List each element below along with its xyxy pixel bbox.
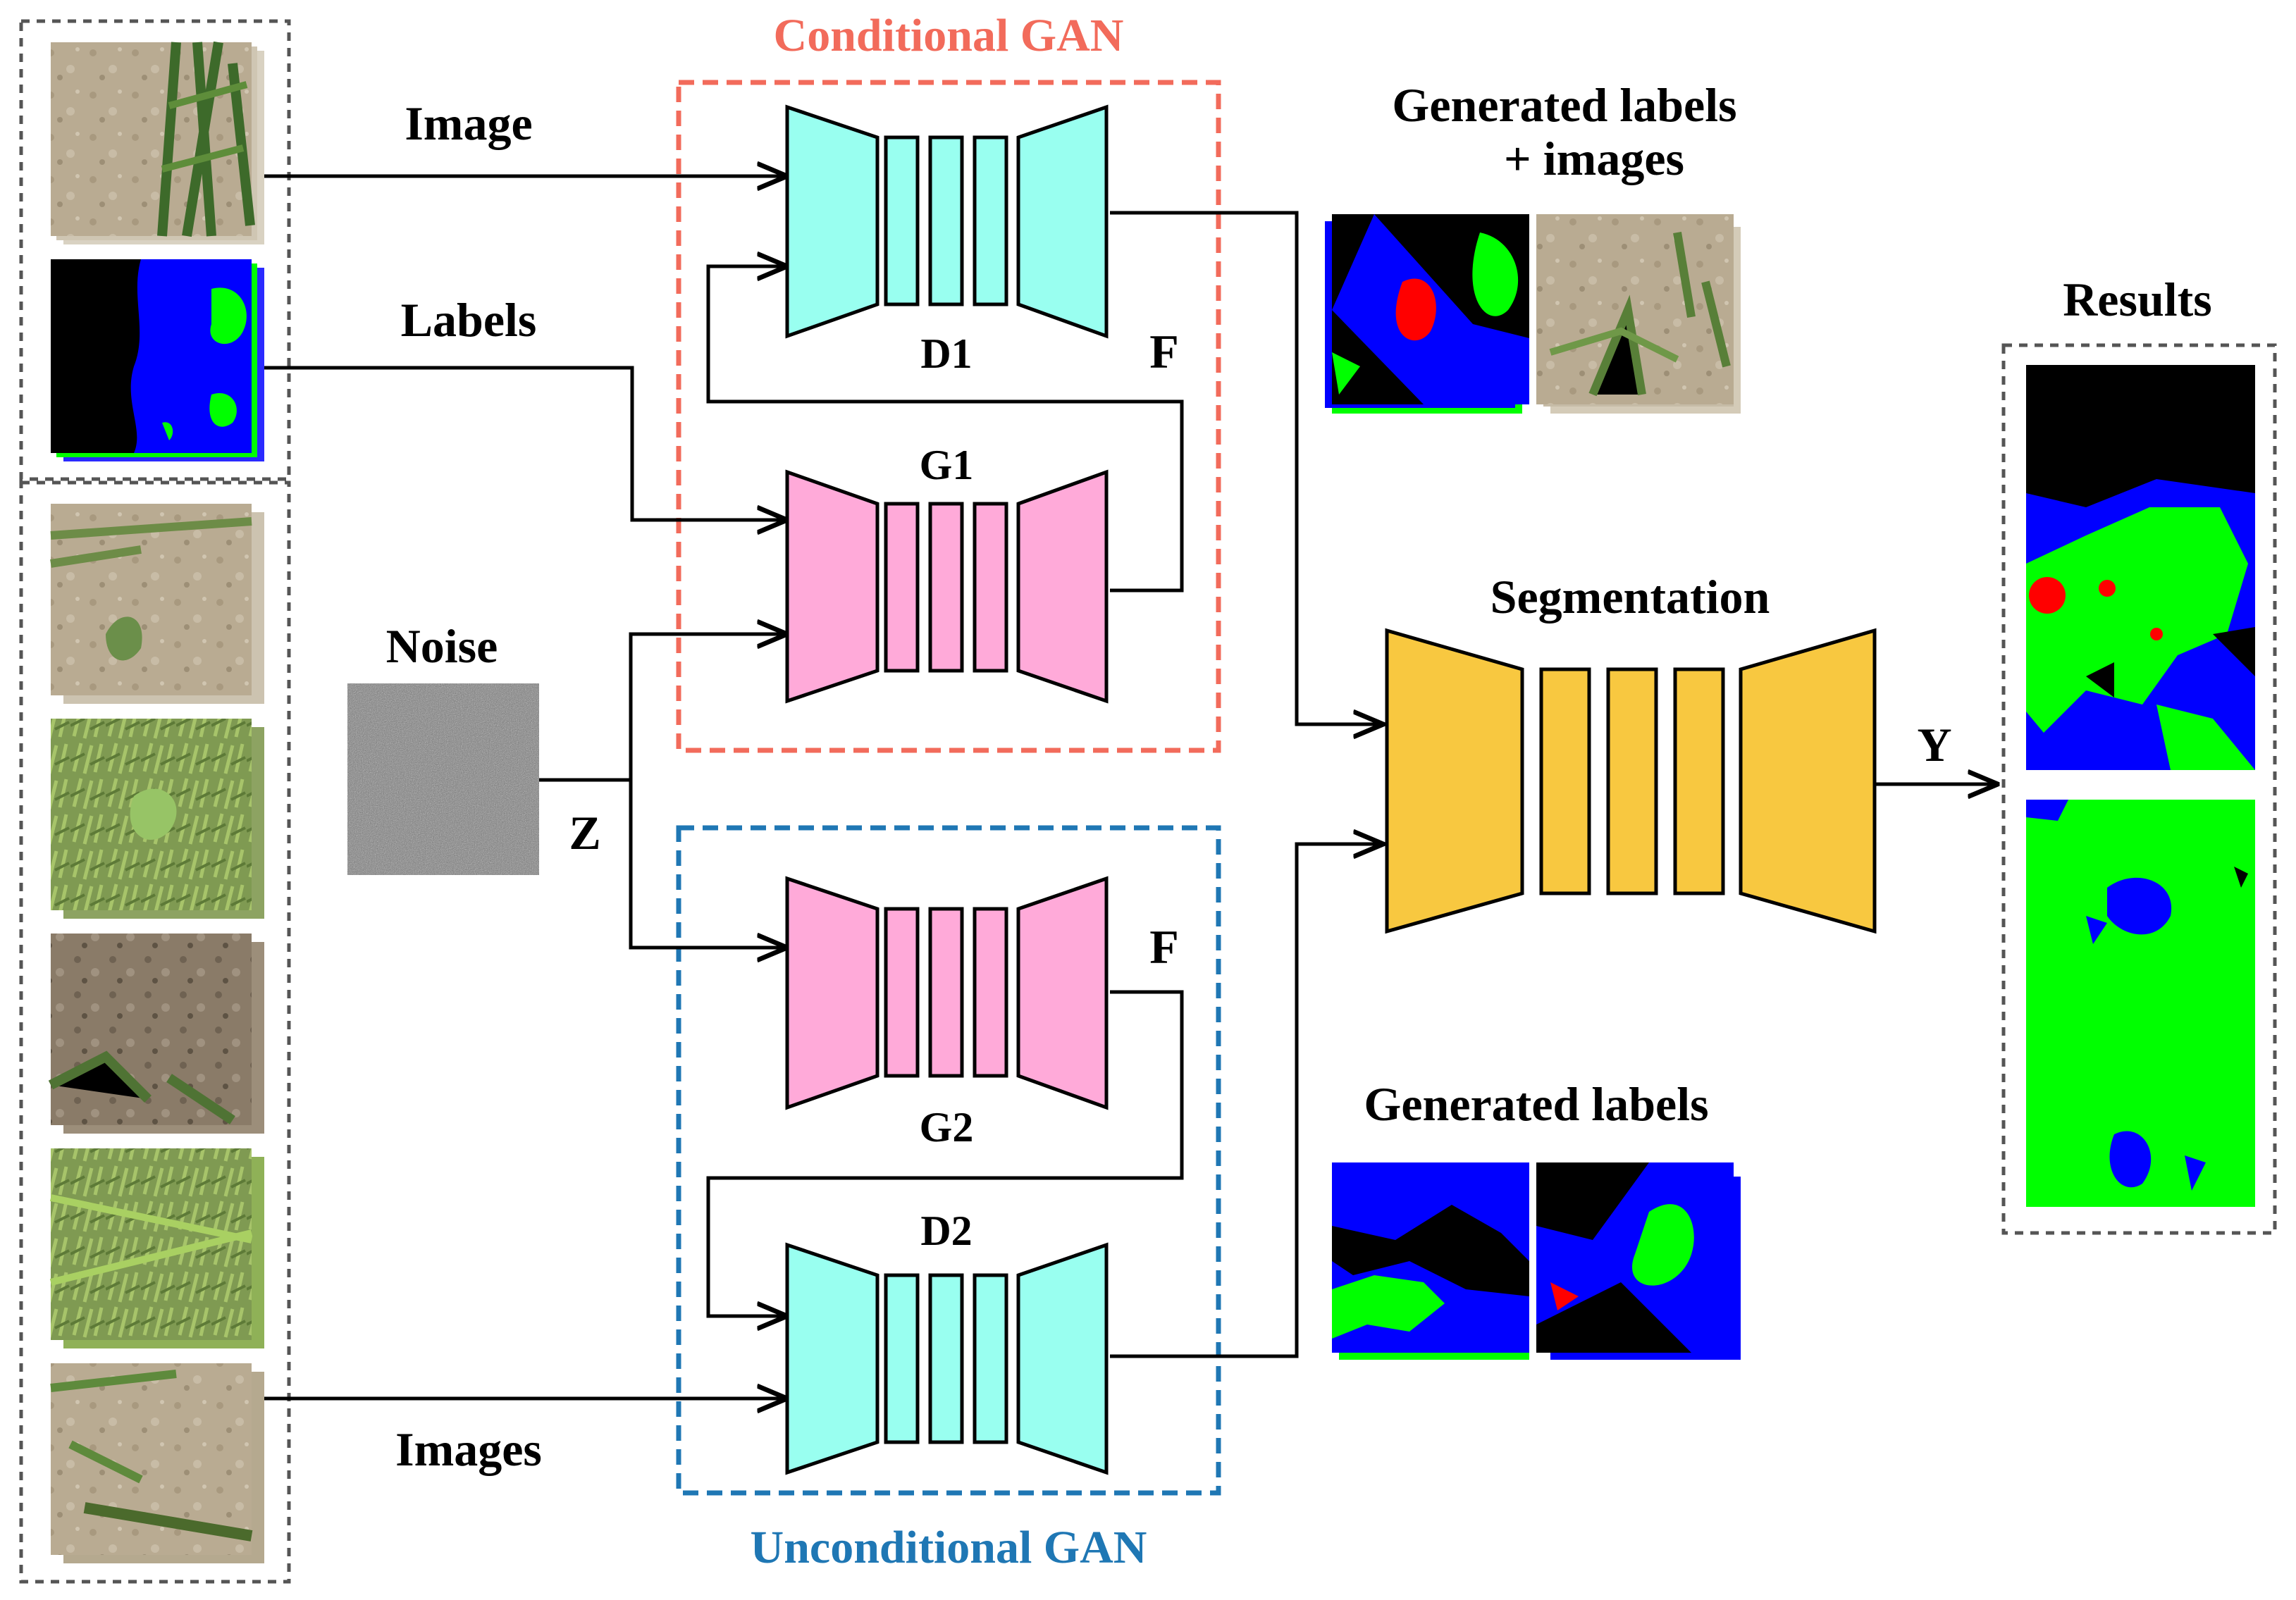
labels-label: Labels (401, 293, 537, 347)
noise-to-g2-arrow (629, 780, 787, 948)
input-pair-box (19, 19, 291, 481)
segmentation-network: Segmentation (1385, 570, 1877, 934)
z-label: Z (569, 806, 600, 860)
unlabeled-image-5 (50, 1363, 264, 1563)
generated-label-sample (1325, 214, 1529, 414)
generated-label-sample-2 (1536, 1162, 1741, 1360)
f-top-label: F (1149, 325, 1179, 378)
generated-labels-images-title-line2: + images (1504, 132, 1684, 185)
g1-label: G1 (920, 442, 974, 488)
unlabeled-image-2 (51, 719, 264, 919)
noise-grain (347, 683, 539, 875)
generated-image-sample (1536, 214, 1741, 414)
generated-labels-group: Generated labels (1332, 1077, 1741, 1360)
discriminator-d2: D2 (785, 1208, 1109, 1475)
noise-label: Noise (386, 619, 498, 673)
unconditional-gan-group: Unconditional GAN (676, 825, 1221, 1573)
generator-g1: G1 (785, 442, 1109, 704)
input-image-stack (51, 41, 264, 244)
unlabeled-image-3 (48, 934, 264, 1134)
conditional-gan-title: Conditional GAN (774, 10, 1124, 61)
noise-to-g1-arrow (539, 634, 787, 782)
d1-to-segmentation-arrow (1110, 211, 1383, 724)
noise-group: Noise Z (347, 619, 601, 875)
results-group: Results (2001, 273, 2277, 1235)
y-label: Y (1917, 718, 1951, 771)
d2-label: D2 (920, 1208, 972, 1254)
g2-label: G2 (920, 1104, 974, 1151)
generator-g2: G2 (785, 876, 1109, 1151)
result-segmentation-2 (2026, 800, 2255, 1207)
f-bottom-label: F (1149, 920, 1179, 974)
input-label-stack (51, 259, 264, 461)
d1-label: D1 (920, 330, 972, 377)
conditional-gan-group: Conditional GAN (676, 10, 1221, 753)
g2-feedback-to-d2 (706, 990, 1184, 1316)
generated-labels-title: Generated labels (1364, 1077, 1708, 1131)
unconditional-gan-box (676, 825, 1221, 1496)
discriminator-d1: D1 (785, 104, 1109, 377)
segmentation-label: Segmentation (1490, 570, 1770, 624)
unlabeled-images-group (19, 480, 291, 1584)
result-segmentation-1 (2026, 365, 2255, 770)
connections: Image Labels F F Images Y (264, 97, 1998, 1476)
labels-to-g1-arrow (264, 366, 787, 520)
g1-feedback-to-d1 (706, 266, 1184, 593)
generated-labels-images-title-line1: Generated labels (1392, 78, 1736, 132)
generated-label-sample-1 (1332, 1162, 1529, 1360)
input-pair-group (19, 19, 291, 481)
image-label: Image (405, 97, 532, 150)
images-label: Images (395, 1422, 542, 1476)
results-title: Results (2063, 273, 2212, 326)
results-box (2001, 343, 2277, 1235)
unlabeled-image-1 (50, 504, 264, 704)
unconditional-gan-title: Unconditional GAN (751, 1522, 1147, 1573)
generated-labels-images-group: Generated labels + images (1325, 78, 1741, 414)
unlabeled-image-4 (49, 1148, 264, 1348)
d2-to-segmentation-arrow (1110, 844, 1383, 1358)
conditional-gan-box (676, 80, 1221, 753)
